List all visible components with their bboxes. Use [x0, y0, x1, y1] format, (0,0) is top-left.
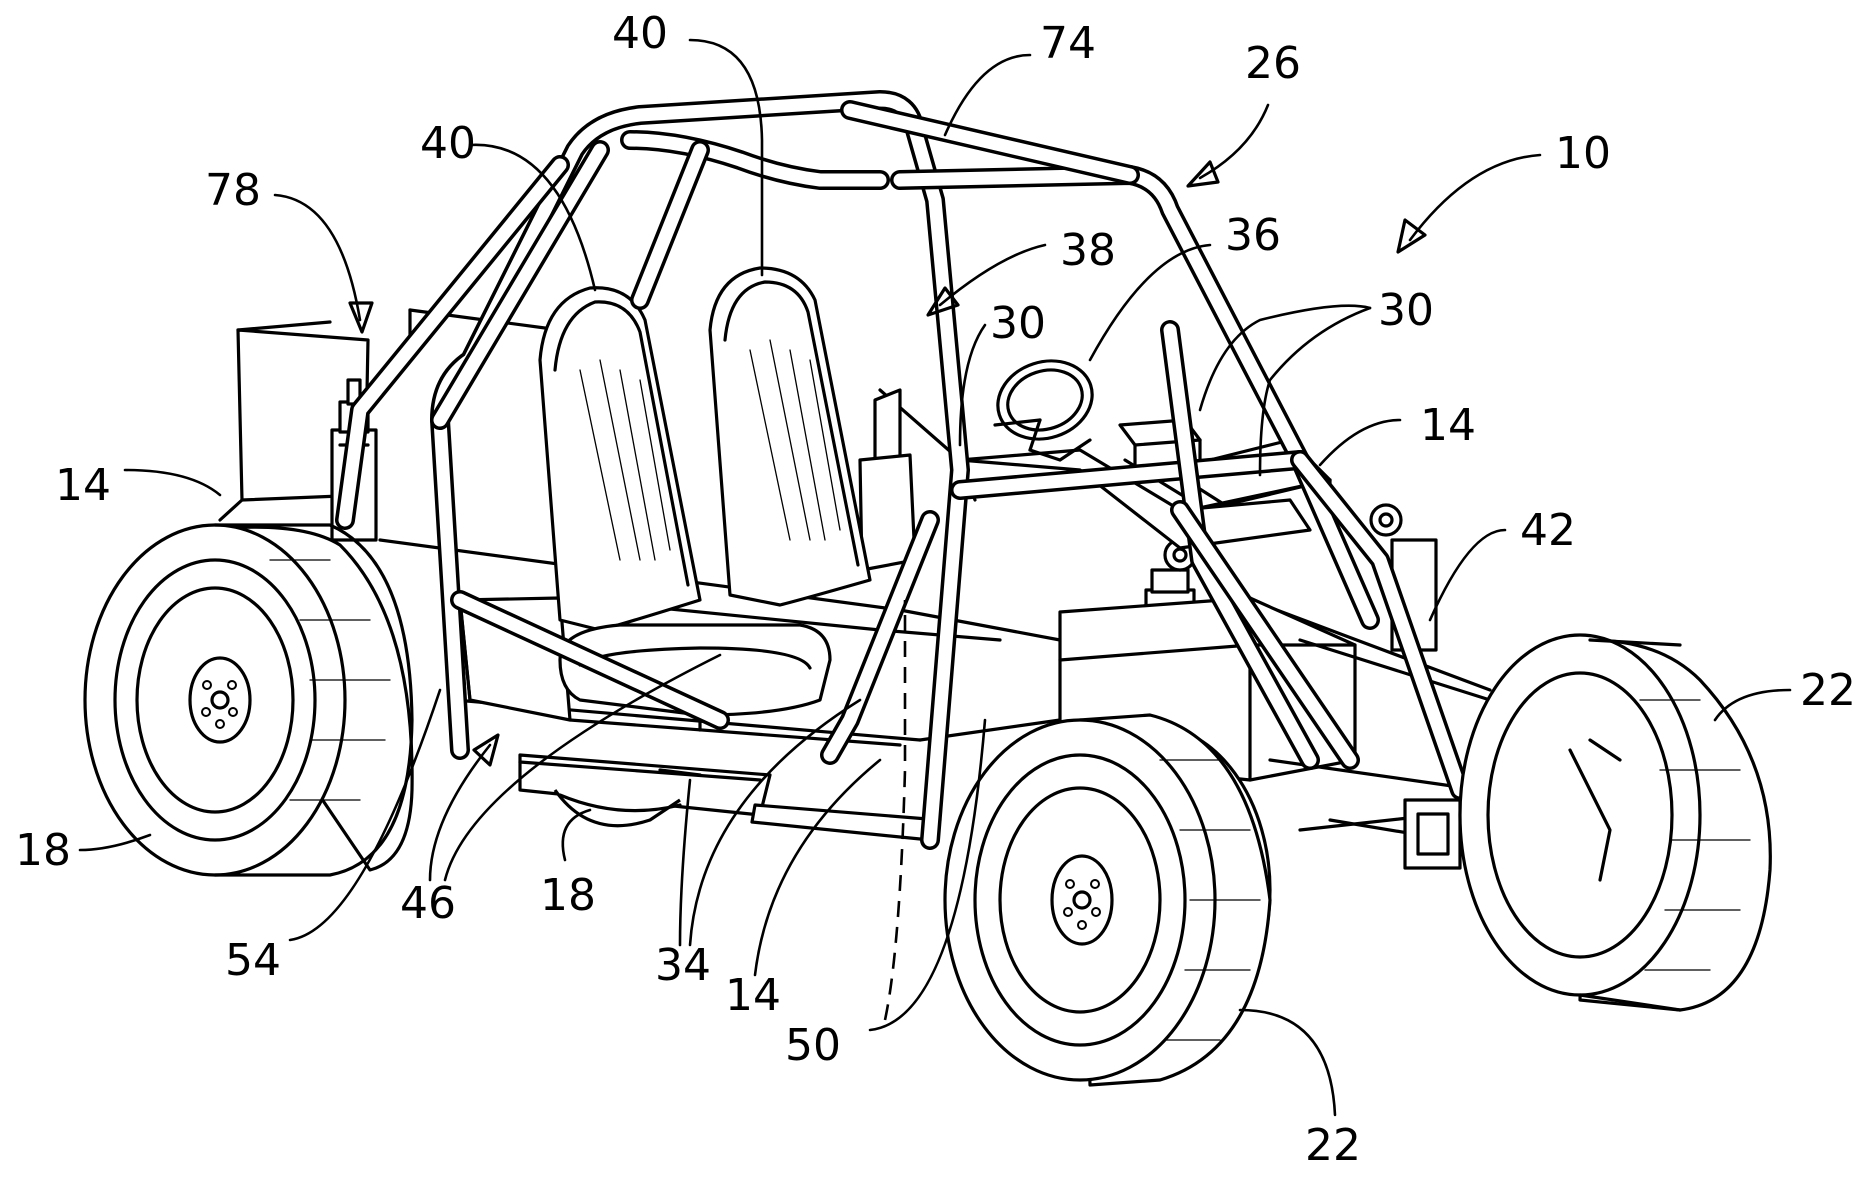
label-22-bottom: 22 [1305, 1120, 1361, 1171]
label-42: 42 [1520, 505, 1576, 556]
label-18-bottom: 18 [540, 870, 596, 921]
label-38: 38 [1060, 225, 1116, 276]
label-30-center: 30 [990, 298, 1046, 349]
rear-left-wheel [85, 525, 412, 875]
label-18-left: 18 [15, 825, 71, 876]
front-left-wheel [945, 715, 1270, 1085]
label-30-right: 30 [1378, 285, 1434, 336]
label-14-right: 14 [1420, 400, 1476, 451]
label-22-right: 22 [1800, 665, 1856, 716]
rear-panel [220, 310, 560, 520]
label-10: 10 [1555, 128, 1611, 179]
label-14-bottom: 14 [725, 970, 781, 1021]
label-40-top: 40 [612, 8, 668, 59]
label-34: 34 [655, 940, 711, 991]
label-46: 46 [400, 878, 456, 929]
label-78: 78 [205, 165, 261, 216]
label-40-left: 40 [420, 118, 476, 169]
seat-side-box [860, 390, 915, 570]
seat-right [710, 268, 870, 605]
label-50: 50 [785, 1020, 841, 1071]
seat-left [540, 288, 700, 630]
front-right-wheel [1460, 635, 1770, 1010]
label-14-left: 14 [55, 460, 111, 511]
label-36: 36 [1225, 210, 1281, 261]
label-26: 26 [1245, 38, 1301, 89]
label-54: 54 [225, 935, 281, 986]
label-74: 74 [1040, 18, 1096, 69]
steering-wheel [988, 349, 1103, 460]
